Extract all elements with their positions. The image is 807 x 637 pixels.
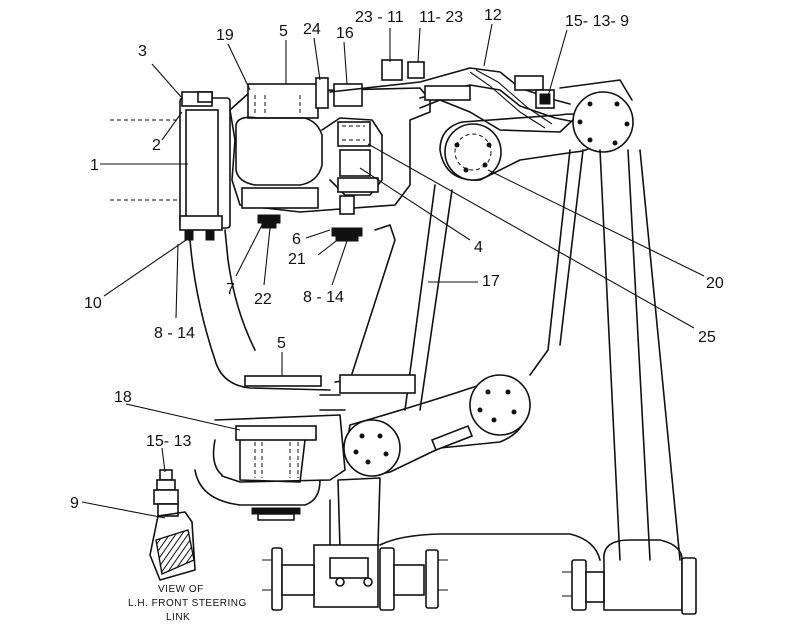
label-18: 18 [114,389,132,406]
label-4: 4 [474,239,483,256]
caption-line-3: LINK [166,612,190,623]
steering-link-view [149,469,196,581]
callout-labels: 1 2 3 19 5 24 16 23 - 11 11- 23 12 15- 1… [70,7,724,512]
label-19: 19 [216,27,234,44]
label-8-14-left: 8 - 14 [154,325,195,342]
label-10: 10 [84,295,102,312]
caption-line-2: L.H. FRONT STEERING [128,598,247,609]
main-frame [189,149,584,411]
label-22: 22 [254,291,272,308]
view-caption: VIEW OF L.H. FRONT STEERING LINK [128,584,247,623]
label-20: 20 [706,275,724,292]
label-23-11: 23 - 11 [355,9,404,26]
label-1: 1 [90,157,99,174]
label-7: 7 [226,281,235,298]
label-5-top: 5 [279,23,288,40]
label-15-13: 15- 13 [146,433,191,450]
upper-link-tube [329,59,576,133]
right-upper-disc [559,79,634,153]
label-25: 25 [698,329,716,346]
lower-bracket [262,477,601,611]
label-21: 21 [288,251,306,268]
lower-clamp [194,414,346,521]
label-17: 17 [482,273,500,290]
label-24: 24 [303,21,321,38]
label-15-13-9: 15- 13- 9 [565,13,629,30]
label-6: 6 [292,231,301,248]
label-9: 9 [70,495,79,512]
right-drum [562,149,697,615]
lower-arm-assembly [343,374,531,477]
leader-lines [81,23,705,519]
label-12: 12 [484,7,502,24]
label-8-14-mid: 8 - 14 [303,289,344,306]
caption-line-1: VIEW OF [158,584,204,595]
label-2: 2 [152,137,161,154]
axle-pivot-assembly [110,91,231,241]
label-5-mid: 5 [277,335,286,352]
steering-arm-clamp [229,77,431,242]
label-3: 3 [138,43,147,60]
label-16: 16 [336,25,354,42]
label-11-23: 11- 23 [419,9,463,26]
